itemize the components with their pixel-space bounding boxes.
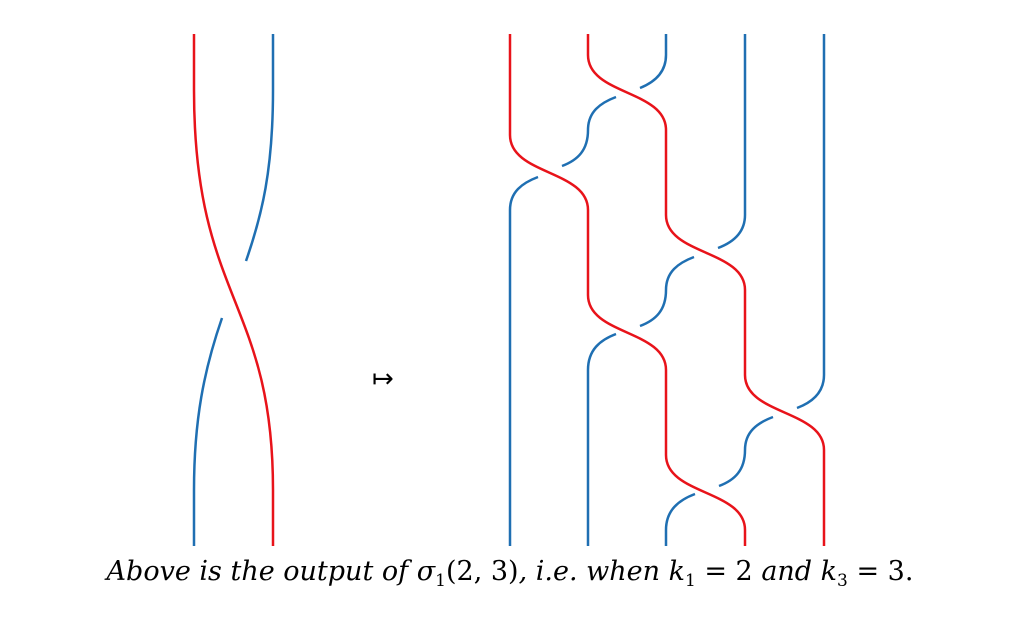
right-blue-strand	[508, 175, 539, 546]
right-blue-strand	[586, 332, 617, 546]
k1-symbol: k	[668, 556, 685, 587]
left-blue-strand-top	[244, 34, 275, 262]
maps-to-arrow: ↦	[372, 364, 394, 394]
k3-symbol: k	[820, 556, 838, 587]
k3-subscript: 3	[837, 571, 848, 591]
right-blue-strand	[718, 415, 774, 488]
right-blue-strand	[639, 255, 695, 328]
left-braid	[192, 34, 275, 546]
left-red-strand	[192, 34, 275, 546]
caption-text: Above is the output of	[106, 556, 417, 587]
sigma-subscript: 1	[435, 571, 446, 591]
right-red-strand-1	[508, 34, 747, 546]
k1-equals: = 2	[695, 556, 753, 587]
sigma-arguments: (2, 3)	[445, 556, 519, 587]
right-braid	[508, 34, 826, 546]
caption-text: and	[752, 556, 821, 587]
right-blue-strand	[639, 34, 668, 90]
right-red-strand-2	[586, 34, 826, 546]
k1-subscript: 1	[684, 571, 696, 591]
right-blue-strand	[561, 95, 617, 168]
caption-text: , i.e. when	[518, 556, 669, 587]
k3-equals: = 3.	[847, 556, 914, 587]
sigma-symbol: σ	[416, 556, 436, 587]
caption: Above is the output of σ1(2, 3), i.e. wh…	[0, 556, 1020, 591]
right-blue-strand	[664, 492, 696, 546]
right-blue-strand	[796, 34, 826, 410]
right-blue-strand	[717, 34, 747, 250]
left-blue-strand-bottom	[192, 317, 224, 546]
